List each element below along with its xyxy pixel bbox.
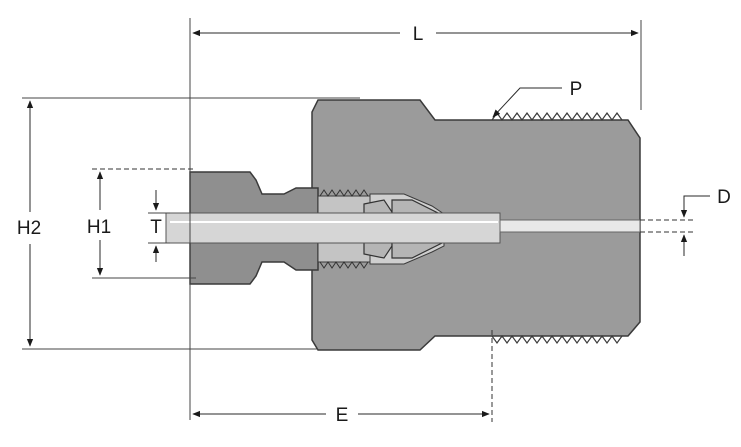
label-T: T [150, 217, 162, 238]
tube [165, 212, 501, 244]
label-H1: H1 [87, 217, 111, 238]
leader-P [492, 87, 562, 118]
internal-thread-top [319, 189, 369, 197]
male-thread-bottom [491, 334, 623, 345]
label-D: D [717, 187, 731, 208]
label-P: P [570, 79, 583, 100]
label-H2: H2 [17, 218, 41, 239]
label-L: L [413, 24, 424, 45]
male-thread-top [491, 111, 623, 122]
through-bore [499, 219, 641, 233]
dim-line-D-top [680, 195, 710, 218]
internal-thread-bottom [319, 261, 369, 269]
label-E: E [336, 405, 349, 426]
